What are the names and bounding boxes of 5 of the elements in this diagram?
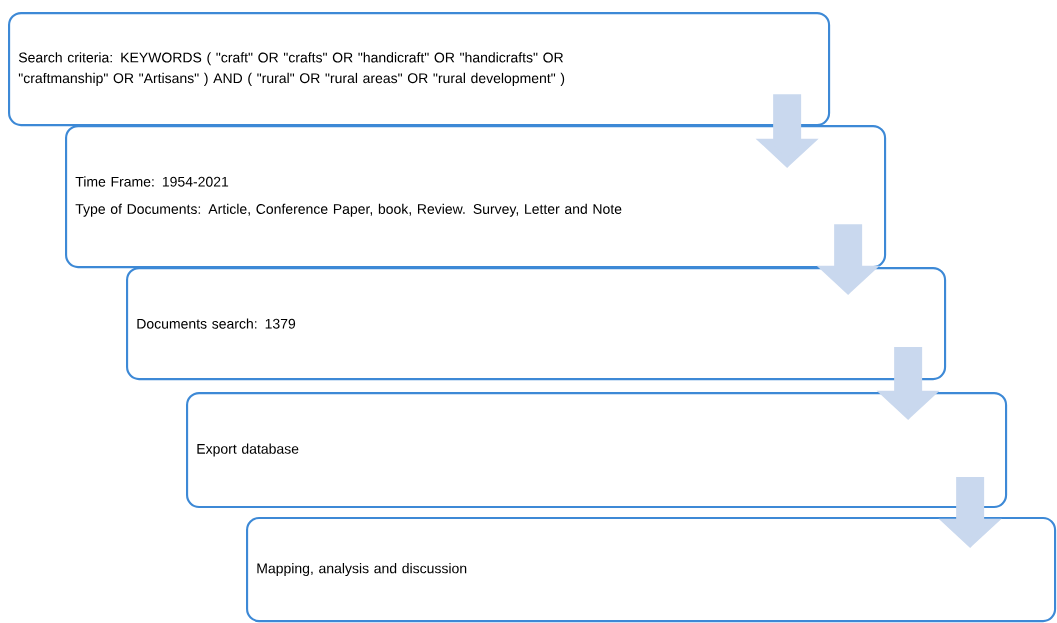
process-box: Documents search: 1379 (126, 267, 947, 381)
process-box: Time Frame: 1954-2021 Type of Documents: Article, Conference Paper, book, Review. Survey, Letter and Note (65, 125, 887, 269)
process-box: Export database (186, 392, 1008, 509)
process-box: Search criteria: KEYWORDS ( "craft" OR "crafts" OR "handicraft" OR "handicrafts" OR "craftmanship" OR "Artisans" ) AND ( "rural" OR "rural areas" OR "rural development" ) (8, 12, 831, 127)
process-box: Mapping, analysis and discussion (246, 517, 1057, 623)
